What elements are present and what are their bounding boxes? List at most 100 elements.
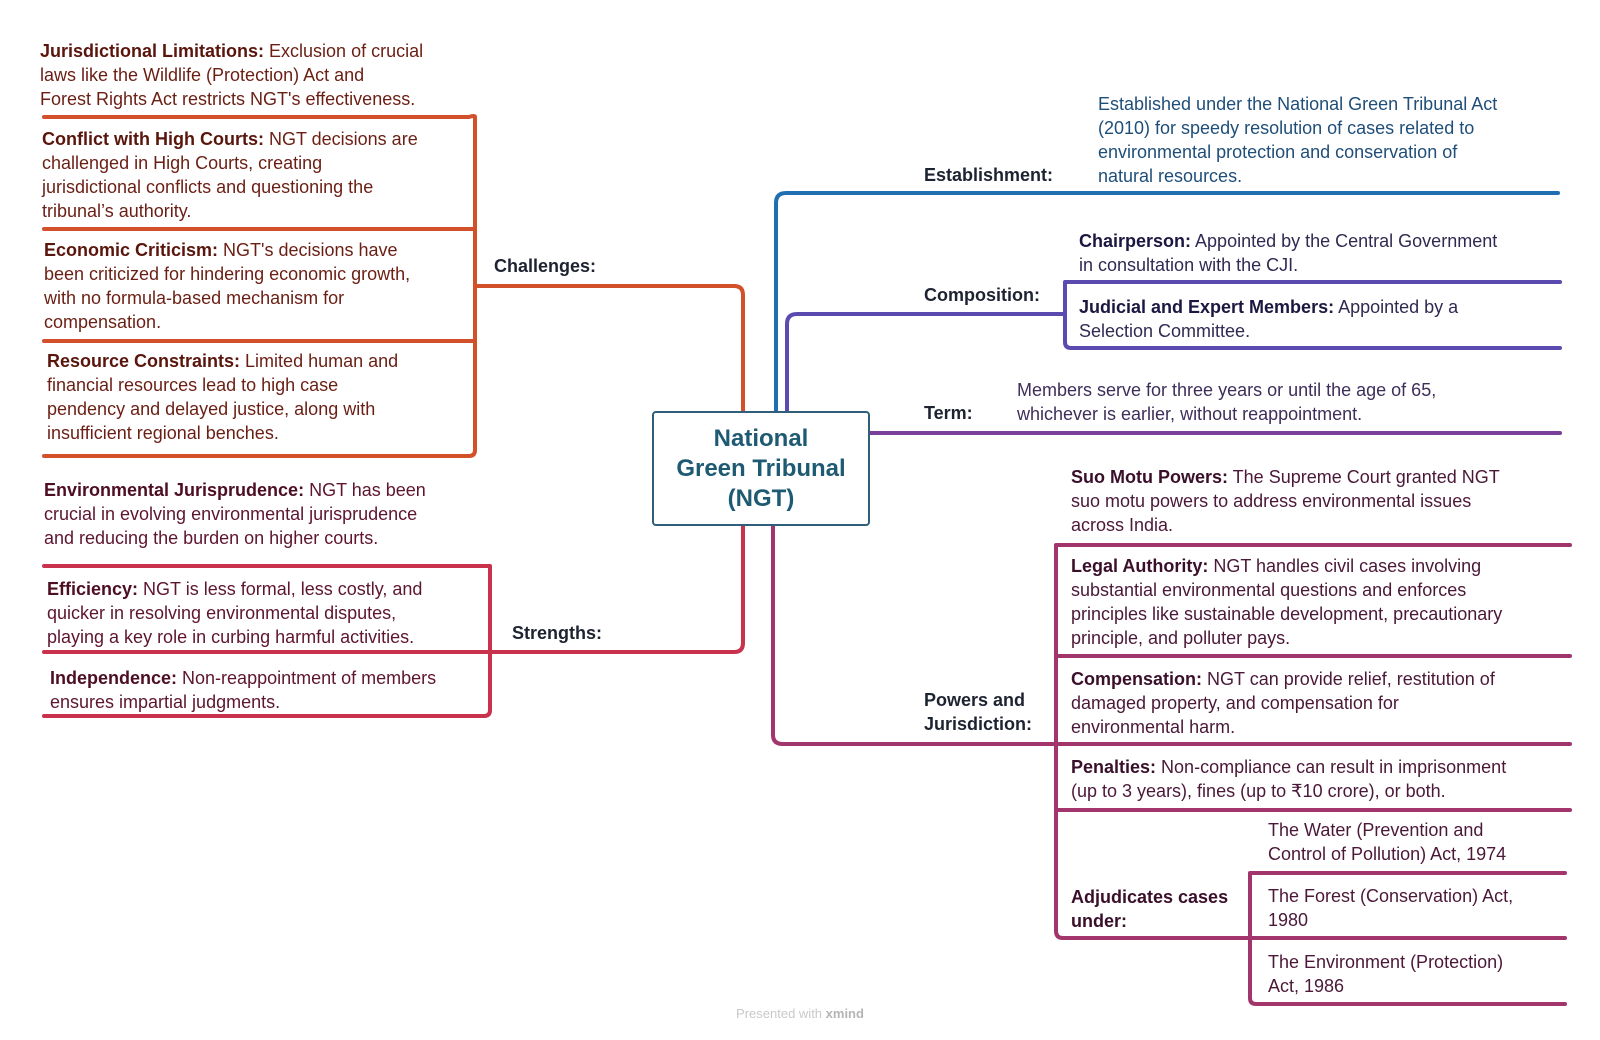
- power-item-title: Suo Motu Powers:: [1071, 467, 1228, 487]
- powers-connector: [771, 524, 1058, 746]
- act-item-line: The Environment (Protection): [1268, 952, 1504, 972]
- strength-item[interactable]: Independence: Non-reappointment of membe…: [50, 666, 436, 714]
- strength-item-title: Environmental Jurisprudence:: [44, 480, 305, 500]
- power-item-line: NGT can provide relief, restitution of: [1202, 669, 1495, 689]
- establishment-connector: [774, 191, 1560, 413]
- term-text-line: Members serve for three years or until t…: [1017, 380, 1437, 400]
- challenge-item[interactable]: Jurisdictional Limitations: Exclusion of…: [40, 39, 423, 111]
- challenges-label[interactable]: Challenges:: [494, 256, 597, 276]
- strength-item-line: playing a key role in curbing harmful ac…: [47, 627, 415, 647]
- strength-item-line: Non-reappointment of members: [177, 668, 437, 688]
- act-item-line: The Forest (Conservation) Act,: [1268, 886, 1514, 906]
- powers-branch: [771, 524, 1572, 1006]
- challenge-item-title: Economic Criticism:: [44, 240, 219, 260]
- strength-item[interactable]: Environmental Jurisprudence: NGT has bee…: [44, 478, 426, 550]
- term-text-line: whichever is earlier, without reappointm…: [1017, 404, 1363, 424]
- challenges-connector: [473, 284, 745, 413]
- strength-item-title: Independence:: [50, 668, 178, 688]
- watermark-brand: xmind: [825, 1006, 864, 1021]
- power-item-line: principles like sustainable development,…: [1071, 604, 1503, 624]
- challenges-bracket: [42, 114, 477, 458]
- strength-item-line: quicker in resolving environmental dispu…: [47, 603, 397, 623]
- composition-bracket: [1063, 280, 1562, 350]
- strength-item-line: ensures impartial judgments.: [50, 692, 281, 712]
- act-item[interactable]: The Environment (Protection) Act, 1986: [1268, 950, 1503, 998]
- composition-item[interactable]: Chairperson: Appointed by the Central Go…: [1079, 229, 1497, 277]
- challenge-item-line: compensation.: [44, 312, 162, 332]
- acts-bracket: [1248, 871, 1567, 1006]
- challenge-item[interactable]: Conflict with High Courts: NGT decisions…: [42, 127, 418, 223]
- challenge-item-line: NGT's decisions have: [218, 240, 398, 260]
- composition-label[interactable]: Composition:: [924, 285, 1040, 305]
- central-topic[interactable]: National Green Tribunal (NGT): [652, 411, 870, 526]
- establishment-branch: [774, 191, 1560, 413]
- strengths-bracket: [42, 564, 492, 718]
- challenge-item-line: been criticized for hindering economic g…: [44, 264, 411, 284]
- challenge-item[interactable]: Economic Criticism: NGT's decisions have…: [44, 238, 410, 334]
- power-item[interactable]: Compensation: NGT can provide relief, re…: [1071, 667, 1495, 739]
- powers-label[interactable]: Powers and Jurisdiction:: [924, 690, 1033, 734]
- challenge-item-title: Resource Constraints:: [47, 351, 241, 371]
- composition-item[interactable]: Judicial and Expert Members: Appointed b…: [1079, 295, 1458, 343]
- challenge-item-line: pendency and delayed justice, along with: [47, 399, 376, 419]
- establishment-label[interactable]: Establishment:: [924, 165, 1054, 185]
- term-text[interactable]: Members serve for three years or until t…: [1017, 378, 1436, 426]
- challenge-item-title: Jurisdictional Limitations:: [40, 41, 265, 61]
- act-item-line: The Water (Prevention and: [1268, 820, 1484, 840]
- challenge-item-line: NGT decisions are: [263, 129, 418, 149]
- composition-branch: [785, 280, 1562, 413]
- power-item-title: Penalties:: [1071, 757, 1157, 777]
- watermark: Presented with xmind: [0, 1006, 1600, 1021]
- establishment-text-line: (2010) for speedy resolution of cases re…: [1098, 118, 1475, 138]
- composition-item-line: Appointed by the Central Government: [1191, 231, 1498, 251]
- powers-bracket: [1054, 543, 1572, 940]
- strength-item[interactable]: Efficiency: NGT is less formal, less cos…: [47, 577, 422, 649]
- challenge-item-line: Limited human and: [240, 351, 399, 371]
- challenge-item-line: jurisdictional conflicts and questioning…: [42, 177, 374, 197]
- act-item[interactable]: The Forest (Conservation) Act,1980: [1268, 884, 1513, 932]
- composition-item-line: in consultation with the CJI.: [1079, 255, 1299, 275]
- strengths-label[interactable]: Strengths:: [512, 623, 602, 643]
- power-item-line: across India.: [1071, 515, 1174, 535]
- power-item-line: (up to 3 years), fines (up to ₹10 crore)…: [1071, 781, 1446, 801]
- challenge-item-title: Conflict with High Courts:: [42, 129, 264, 149]
- power-item-title: Legal Authority:: [1071, 556, 1209, 576]
- power-item-line: suo motu powers to address environmental…: [1071, 491, 1472, 511]
- strength-item-line: crucial in evolving environmental jurisp…: [44, 504, 418, 524]
- term-label[interactable]: Term:: [924, 403, 973, 423]
- challenge-item-line: financial resources lead to high case: [47, 375, 339, 395]
- strength-item-line: NGT has been: [304, 480, 426, 500]
- strength-item-title: Efficiency:: [47, 579, 139, 599]
- challenge-item-line: Exclusion of crucial: [264, 41, 424, 61]
- establishment-text-line: Established under the National Green Tri…: [1098, 94, 1498, 114]
- challenge-item[interactable]: Resource Constraints: Limited human and f…: [47, 349, 398, 445]
- challenge-item-line: with no formula-based mechanism for: [44, 288, 345, 308]
- strengths-branch: [42, 524, 745, 718]
- power-item-line: environmental harm.: [1071, 717, 1236, 737]
- composition-item-line: Selection Committee.: [1079, 321, 1251, 341]
- composition-item-title: Chairperson:: [1079, 231, 1192, 251]
- power-item-line: damaged property, and compensation for: [1071, 693, 1399, 713]
- establishment-text[interactable]: Established under the National Green Tri…: [1098, 92, 1497, 188]
- power-item-line: substantial environmental questions and …: [1071, 580, 1467, 600]
- power-item[interactable]: Legal Authority: NGT handles civil cases…: [1071, 554, 1502, 650]
- central-topic-title: National Green Tribunal (NGT): [676, 424, 846, 512]
- composition-item-line: Appointed by a: [1334, 297, 1459, 317]
- power-item-line: principle, and polluter pays.: [1071, 628, 1291, 648]
- challenge-item-line: Forest Rights Act restricts NGT's effect…: [40, 89, 416, 109]
- composition-connector: [785, 312, 1067, 413]
- challenge-item-line: laws like the Wildlife (Protection) Act …: [40, 65, 365, 85]
- composition-item-title: Judicial and Expert Members:: [1079, 297, 1335, 317]
- adjudicates-label[interactable]: Adjudicates cases under:: [1071, 887, 1229, 931]
- power-item-title: Compensation:: [1071, 669, 1203, 689]
- challenge-item-line: tribunal’s authority.: [42, 201, 192, 221]
- establishment-text-line: natural resources.: [1098, 166, 1243, 186]
- challenge-item-line: challenged in High Courts, creating: [42, 153, 323, 173]
- power-item[interactable]: Suo Motu Powers: The Supreme Court grant…: [1071, 465, 1500, 537]
- act-item-line: Act, 1986: [1268, 976, 1345, 996]
- power-item[interactable]: Penalties: Non-compliance can result in …: [1071, 755, 1506, 803]
- challenges-branch: [42, 114, 745, 458]
- strength-item-line: NGT is less formal, less costly, and: [138, 579, 423, 599]
